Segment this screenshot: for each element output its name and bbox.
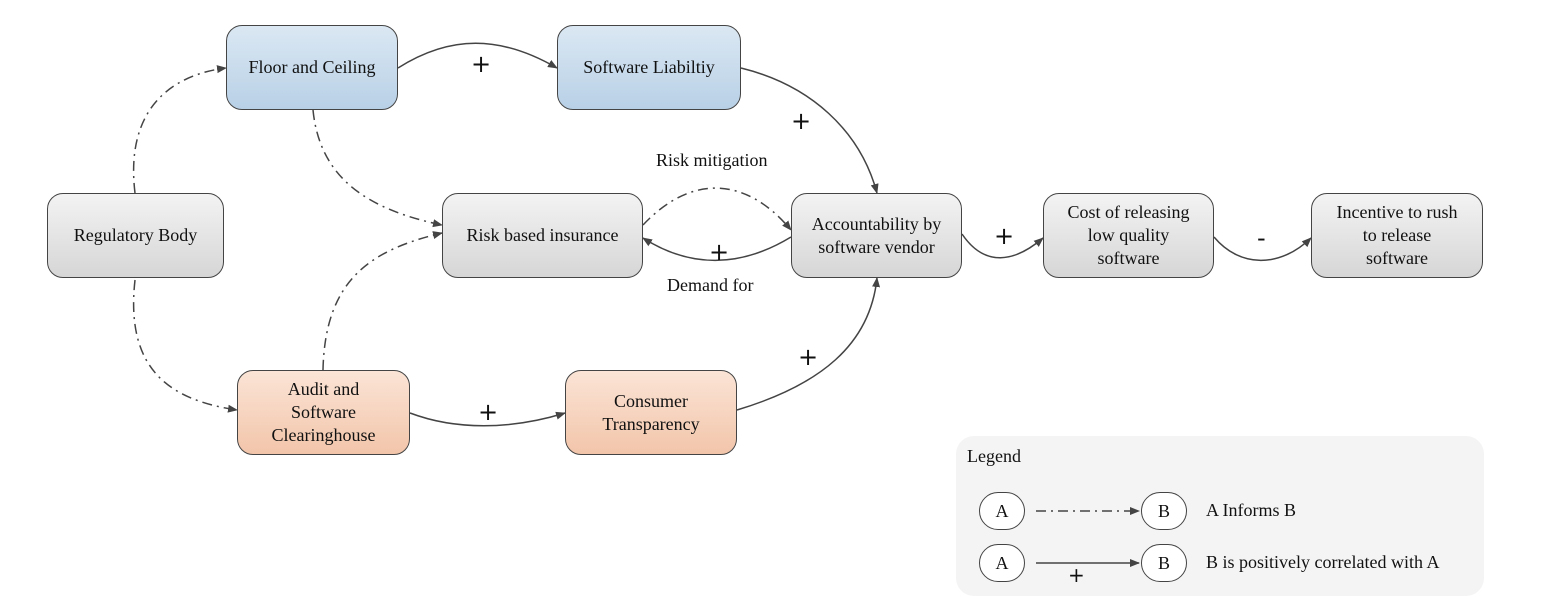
legend-node-a-informs: A [979, 492, 1025, 530]
edge-cost-to-incentive [1213, 236, 1312, 262]
edge-audit-to-insurance [322, 231, 443, 371]
node-incentive-to-rush: Incentive to rush to release software [1311, 193, 1483, 278]
sign-liability-to-accountability: + [791, 107, 812, 135]
edge-regulatory-to-floor [132, 65, 227, 194]
legend-lines [1036, 507, 1140, 567]
sign-accountability-to-insurance: + [709, 238, 730, 266]
legend-correlated-sign: + [1068, 563, 1085, 587]
legend-title: Legend [967, 446, 1021, 466]
node-software-liability: Software Liabiltiy [557, 25, 741, 110]
edge-insurance-to-accountability [642, 187, 792, 231]
sign-transparency-to-accountability: + [798, 343, 819, 371]
legend-informs-text: A Informs B [1206, 500, 1296, 520]
edge-accountability-to-insurance [642, 236, 792, 262]
sign-accountability-to-cost: + [994, 222, 1015, 250]
sign-audit-to-transparency: + [478, 398, 499, 426]
legend-correlated-text: B is positively correlated with A [1206, 552, 1440, 572]
legend-node-b-correlated: B [1141, 544, 1187, 582]
label-demand-for: Demand for [667, 275, 754, 295]
edge-regulatory-to-audit [132, 279, 238, 413]
legend-node-b-informs: B [1141, 492, 1187, 530]
edge-transparency-to-accountability [736, 277, 881, 411]
node-accountability: Accountability by software vendor [791, 193, 962, 278]
edge-floor-to-insurance [312, 109, 443, 228]
node-risk-based-insurance: Risk based insurance [442, 193, 643, 278]
node-regulatory-body: Regulatory Body [47, 193, 224, 278]
node-consumer-transparency: Consumer Transparency [565, 370, 737, 455]
node-audit-clearinghouse: Audit and Software Clearinghouse [237, 370, 410, 455]
legend: Legend A B A Informs B A B + B is positi… [956, 436, 1484, 596]
label-risk-mitigation: Risk mitigation [656, 150, 768, 170]
edge-audit-to-transparency [409, 411, 566, 427]
edge-floor-to-liability [397, 42, 558, 69]
sign-floor-to-liability: + [471, 50, 492, 78]
edge-accountability-to-cost [961, 233, 1044, 259]
node-cost-of-releasing: Cost of releasing low quality software [1043, 193, 1214, 278]
sign-cost-to-incentive: - [1257, 224, 1266, 252]
edge-liability-to-accountability [740, 67, 879, 194]
node-floor-and-ceiling: Floor and Ceiling [226, 25, 398, 110]
legend-node-a-correlated: A [979, 544, 1025, 582]
